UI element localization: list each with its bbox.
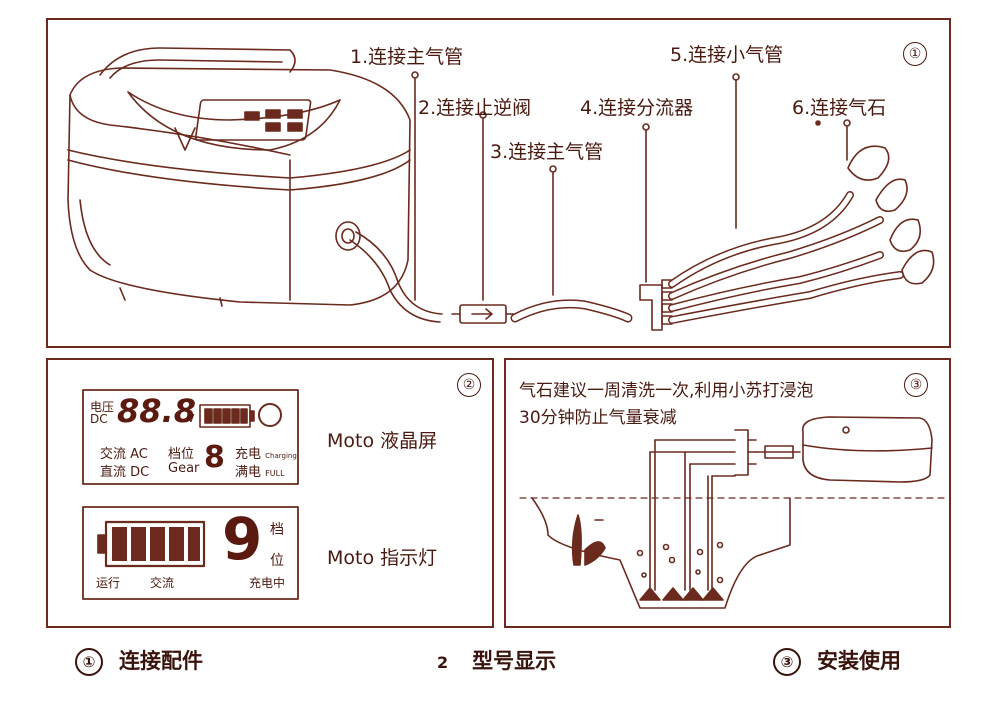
footer-item-model: 2 型号显示 (437, 645, 556, 675)
lcd-screen-illustration (82, 389, 299, 485)
indicator-unit-top: 档 (270, 522, 284, 538)
indicator-run-label: 运行 (96, 576, 121, 590)
lcd-ac-label: 交流 AC (100, 447, 148, 462)
air-pump-illustration (67, 47, 443, 323)
footer-label-1: 连接配件 (119, 649, 203, 673)
lcd-unit: V (187, 412, 195, 425)
lcd-gear-label-bottom: Gear (168, 461, 200, 476)
panel1-number: ① (903, 42, 927, 66)
air-stones-illustration (847, 145, 935, 285)
step-label-3: 3.连接主气管 (490, 141, 604, 163)
footer-number-1: ① (75, 648, 103, 676)
indicator-charging-label: 充电中 (249, 576, 286, 590)
step-label-4: 4.连接分流器 (580, 97, 694, 119)
footer-label-2: 型号显示 (472, 649, 557, 673)
cleaning-note-line1: 气石建议一周清洗一次,利用小苏打浸泡 (519, 381, 814, 401)
lcd-digits: 88.8 (117, 392, 196, 430)
lcd-charge-label: 充电 Charging (235, 447, 297, 462)
step-label-6: 6.连接气石 (792, 97, 887, 119)
indicator-digit: 9 (222, 505, 263, 573)
splitter-illustration (639, 279, 673, 331)
footer-label-3: 安装使用 (817, 649, 901, 673)
indicator-ac-label: 交流 (150, 576, 175, 590)
panel-install-use (504, 358, 951, 628)
indicator-caption: Moto 指示灯 (327, 547, 438, 569)
lcd-gear-label-top: 档位 (168, 447, 195, 462)
check-valve-illustration (451, 304, 515, 324)
lcd-voltage-label-top: 电压 (90, 400, 115, 414)
step-label-5: 5.连接小气管 (670, 44, 784, 66)
lcd-dc-label: 直流 DC (100, 465, 150, 480)
lcd-caption: Moto 液晶屏 (327, 430, 438, 452)
footer-number-3: ③ (773, 648, 801, 676)
lcd-full-label: 满电 FULL (235, 465, 285, 480)
step-label-1: 1.连接主气管 (350, 46, 464, 68)
footer-item-connect: ① 连接配件 (75, 645, 203, 676)
lcd-gear-digit: 8 (204, 440, 225, 475)
cleaning-note-line2: 30分钟防止气量衰减 (519, 408, 677, 428)
indicator-light-illustration (82, 506, 299, 600)
footer-item-install: ③ 安装使用 (773, 645, 901, 676)
lcd-voltage-label-bottom: DC (90, 412, 108, 426)
panel3-number: ③ (904, 373, 928, 397)
step-label-2: 2.连接止逆阀 (418, 97, 532, 119)
tank-installation-illustration (519, 416, 946, 609)
panel-connect-accessories (46, 18, 951, 348)
panel-model-display (46, 358, 494, 628)
footer-number-2: 2 (437, 653, 449, 672)
panel2-number: ② (457, 373, 481, 397)
indicator-unit-bottom: 位 (270, 553, 284, 569)
